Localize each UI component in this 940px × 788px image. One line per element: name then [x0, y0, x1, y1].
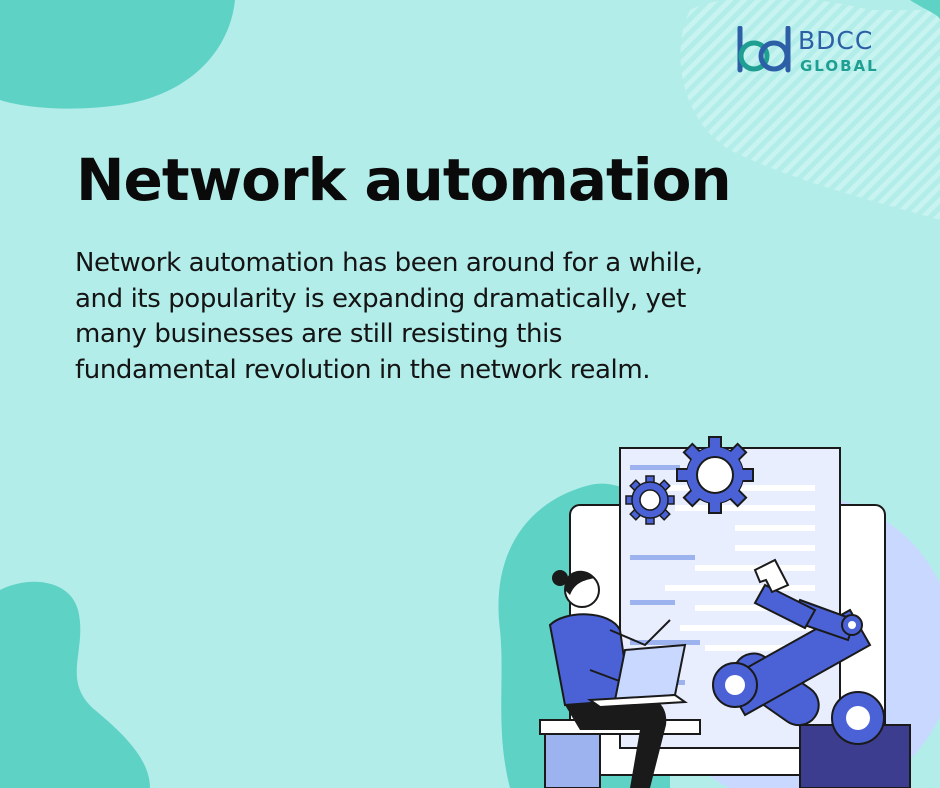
laptop-icon: [587, 643, 688, 709]
brand-logo: BDCC GLOBAL: [736, 26, 906, 78]
logo-name: BDCC: [798, 26, 874, 55]
robot-arm-icon: [712, 558, 911, 788]
logo-subtitle: GLOBAL: [800, 57, 879, 75]
body-paragraph: Network automation has been around for a…: [75, 248, 703, 385]
gear-icon: [676, 436, 754, 514]
gear-icon: [625, 475, 675, 525]
bd-monogram-icon: [737, 26, 791, 73]
person-illustration: [539, 570, 701, 788]
top-left-blob: [0, 0, 235, 109]
page-title: Network automation: [76, 146, 732, 214]
automation-illustration: [498, 436, 940, 788]
top-right-stripes: [680, 0, 940, 220]
bottom-left-blob: [0, 581, 150, 788]
